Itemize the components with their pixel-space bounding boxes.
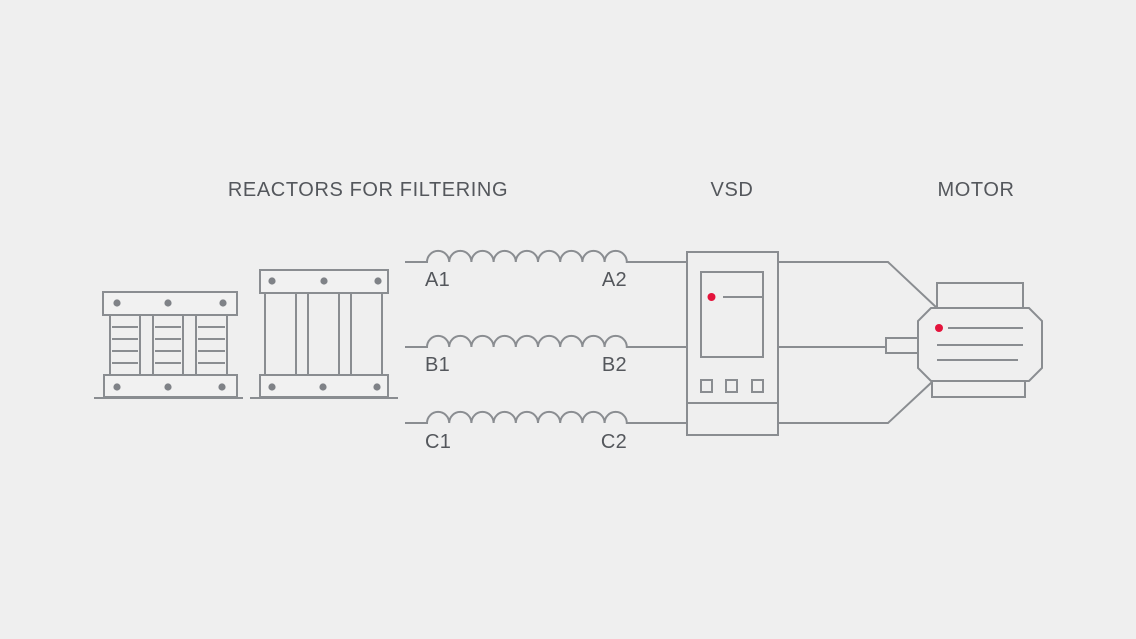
inductor-phase-a: A1 A2 <box>405 249 687 291</box>
inductor-b-coil <box>405 334 687 348</box>
motor-shaft <box>885 337 919 354</box>
reactor-plain-icon <box>250 269 398 399</box>
vsd-motor-wires <box>778 261 938 424</box>
motor-base <box>931 380 1026 398</box>
motor-indicator-led <box>935 324 943 332</box>
reactor1-winding-fins <box>112 326 225 364</box>
vsd-indicator-led <box>707 293 716 301</box>
motor-cooling-ribs <box>937 327 1023 361</box>
terminal-label-a1: A1 <box>425 269 450 291</box>
vsd-buttons <box>700 379 764 393</box>
reactors-section-title: REACTORS FOR FILTERING <box>228 179 508 201</box>
reactor-finned-icon <box>94 291 243 399</box>
terminal-label-c2: C2 <box>601 431 627 453</box>
terminal-label-b1: B1 <box>425 354 450 376</box>
inductor-a-coil <box>405 249 687 263</box>
vsd-icon <box>686 251 779 436</box>
reactor1-bolts <box>113 299 227 391</box>
wire-bottom <box>778 381 933 424</box>
terminal-label-b2: B2 <box>602 354 627 376</box>
vsd-button-2 <box>725 379 738 393</box>
terminal-label-a2: A2 <box>602 269 627 291</box>
vsd-display <box>700 271 764 358</box>
terminal-label-c1: C1 <box>425 431 451 453</box>
vsd-section-title: VSD <box>711 179 754 201</box>
vsd-button-3 <box>751 379 764 393</box>
motor-section-title: MOTOR <box>937 179 1014 201</box>
inductor-c-coil <box>405 410 687 424</box>
vsd-button-1 <box>700 379 713 393</box>
motor-icon <box>885 282 1043 398</box>
inductor-phase-b: B1 B2 <box>405 334 687 376</box>
inductor-phase-c: C1 C2 <box>405 410 687 453</box>
reactor2-core-columns <box>264 292 383 376</box>
motor-terminal-box <box>936 282 1024 309</box>
wire-top <box>778 261 938 309</box>
reactor2-bolts <box>268 277 382 391</box>
reactor1-core-columns <box>109 314 228 376</box>
